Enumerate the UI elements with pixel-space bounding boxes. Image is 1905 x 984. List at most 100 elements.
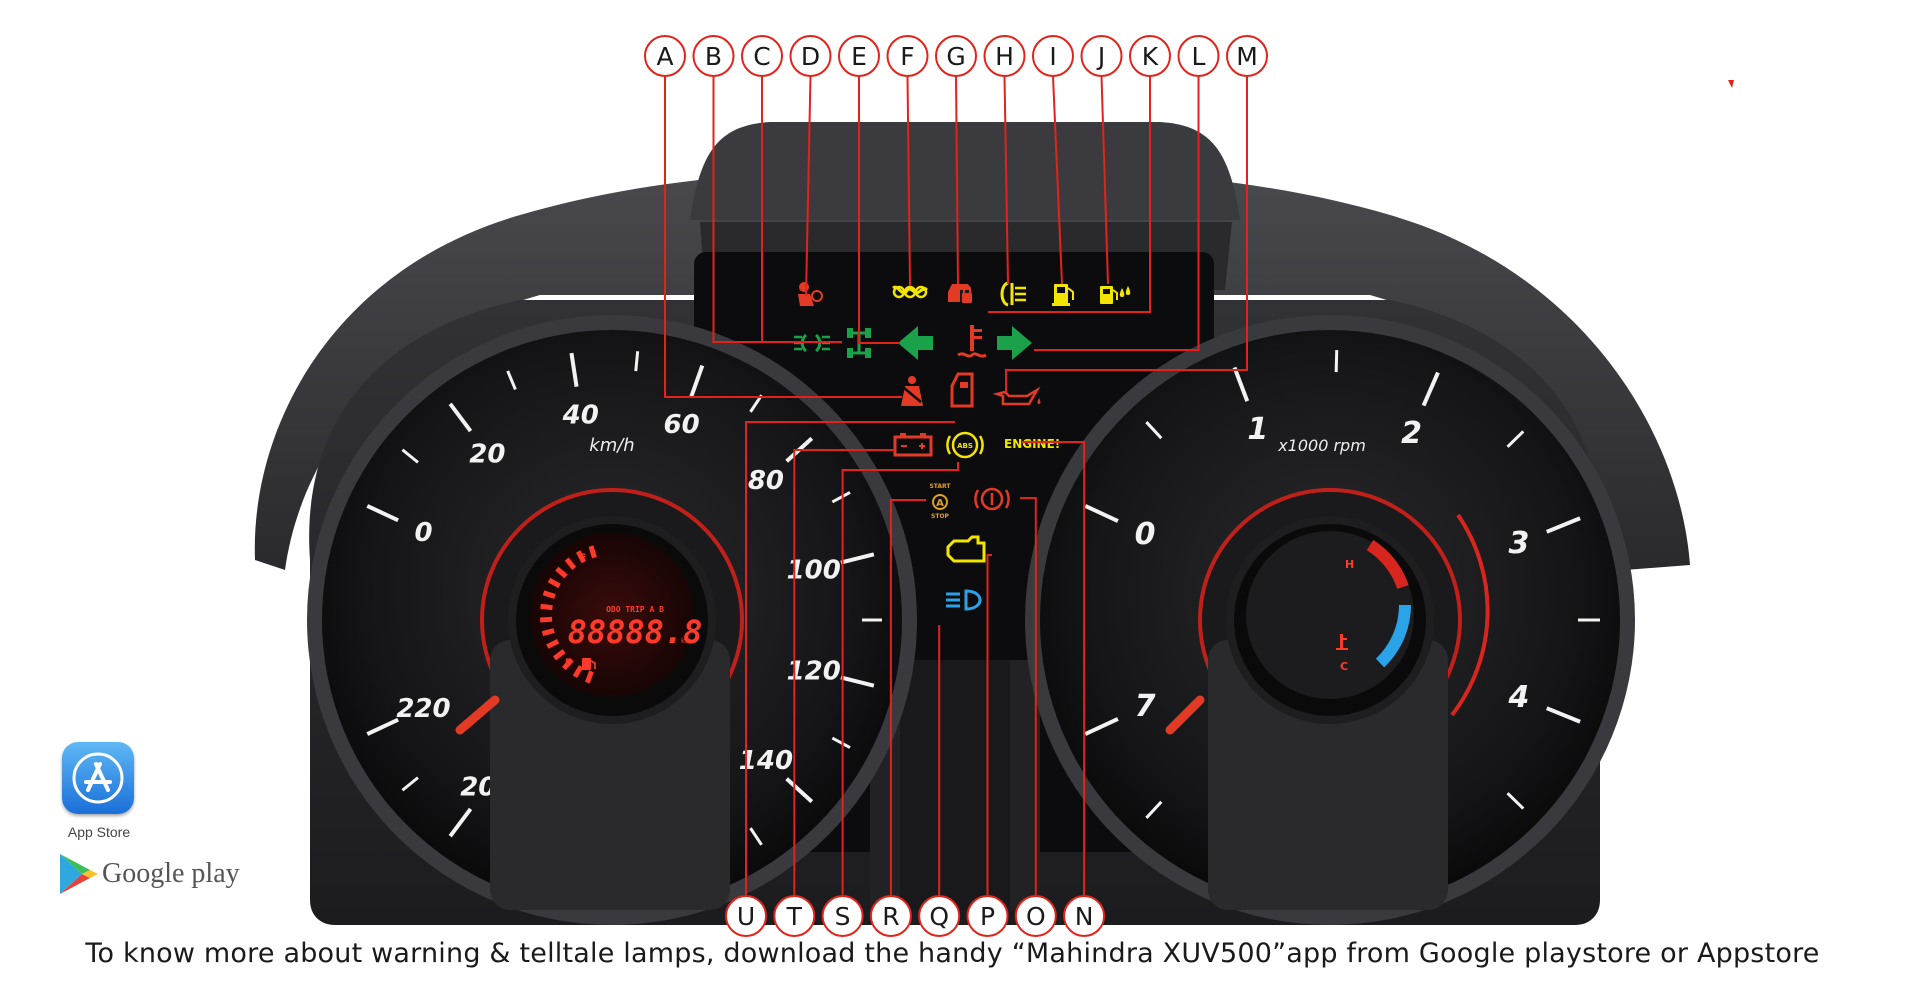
- leader-line: [745, 421, 955, 896]
- tachometer-tick-label: 1: [1247, 412, 1268, 447]
- fuel-gauge-segment: [552, 649, 566, 661]
- callout-label: U: [737, 902, 755, 931]
- fuel-gauge-segment: [546, 639, 560, 649]
- callout-circle: [838, 35, 880, 77]
- tachometer-tick-label: 2: [1401, 416, 1422, 451]
- water-in-fuel-icon: [1100, 286, 1131, 304]
- callout-label: I: [1049, 42, 1056, 71]
- leader-line: [664, 76, 902, 398]
- callout-circle: [935, 35, 977, 77]
- callout-label: D: [801, 42, 820, 71]
- speedometer-needle: [455, 695, 500, 735]
- speedometer-tick: [401, 776, 419, 792]
- callout-circle: [869, 895, 912, 937]
- speedometer-tick-label: 60: [663, 410, 699, 440]
- speedometer-tick: [448, 807, 473, 838]
- app-store-icon[interactable]: [62, 742, 134, 814]
- speedometer-tick-label: 0: [414, 518, 432, 548]
- tachometer-tick: [1145, 800, 1163, 819]
- callout-circle: [1177, 35, 1220, 77]
- callout-label: E: [851, 42, 867, 71]
- fuel-gauge-segment: [575, 550, 587, 564]
- temperature-cold-arc: [1375, 604, 1411, 668]
- callout-leader-lines: [664, 75, 1248, 896]
- tachometer: 01234567 x1000 rpm H C: [1025, 315, 1635, 925]
- fuel-gauge-segment: [542, 590, 556, 599]
- callout-label: H: [995, 42, 1014, 71]
- tachometer-unit: x1000 rpm: [1277, 436, 1366, 455]
- callout-circle: [918, 895, 961, 937]
- speedometer-tick: [634, 351, 640, 372]
- leader-line: [1003, 75, 1009, 285]
- speedometer-tick-label: 120: [787, 657, 841, 687]
- callout-label: R: [882, 902, 899, 931]
- temperature-hot-label: H: [1345, 558, 1354, 571]
- tachometer-redzone: [1450, 513, 1490, 717]
- temperature-hot-arc: [1366, 539, 1409, 590]
- fuel-pump-icon: [582, 658, 596, 670]
- speedometer-tick: [785, 777, 814, 804]
- battery-charge-icon: [893, 433, 933, 457]
- abs-label: ABS: [957, 442, 973, 450]
- immobilizer-icon: [948, 284, 972, 303]
- speedometer-tick: [749, 827, 763, 846]
- leader-line: [986, 554, 992, 896]
- callout-circle: [1032, 35, 1074, 77]
- leader-line: [955, 75, 959, 285]
- check-engine-icon: [946, 535, 986, 563]
- leader-line: [1020, 497, 1037, 896]
- speedometer-tick: [569, 352, 579, 387]
- leader-line: [793, 449, 895, 896]
- speedometer-unit: km/h: [589, 435, 634, 456]
- tachometer-tick-label: 7: [1135, 689, 1156, 724]
- fuel-gauge-segment: [561, 657, 574, 671]
- fuel-gauge-segment: [564, 557, 577, 570]
- odometer-unit: km: [681, 637, 692, 645]
- callout-circle: [725, 895, 767, 937]
- speedometer-tick: [831, 491, 851, 504]
- leader-line: [889, 499, 926, 896]
- door-open-icon: [950, 372, 974, 408]
- google-play-icon[interactable]: [58, 852, 100, 896]
- engine-warning-label: ENGINE!: [1004, 437, 1060, 451]
- tachometer-tick: [1506, 792, 1525, 810]
- leader-line: [906, 75, 911, 287]
- tachometer-tick: [1232, 366, 1250, 402]
- start-stop-label-bottom: STOP: [931, 513, 950, 520]
- tachometer-tick: [1334, 350, 1339, 373]
- leader-line: [805, 75, 812, 297]
- tachometer-tick: [1421, 371, 1440, 407]
- speedometer-tick: [366, 717, 399, 736]
- callout-label: B: [705, 42, 722, 71]
- callout-circle: [1063, 895, 1106, 937]
- callout-label: G: [946, 42, 965, 71]
- callout-circle: [1129, 35, 1171, 77]
- oil-pressure-icon: [992, 386, 1041, 406]
- fuel-gauge-segment: [547, 577, 561, 589]
- speedometer-tick-label: 40: [562, 400, 599, 430]
- high-beam-icon: [946, 589, 982, 611]
- callout-circle: [644, 35, 686, 77]
- fuel-gauge-segment: [540, 616, 553, 623]
- odometer-value: 88888.8: [568, 613, 703, 651]
- leader-line: [1005, 76, 1248, 392]
- leader-line: [1052, 75, 1063, 285]
- callout-label: J: [1096, 42, 1105, 71]
- low-fuel-icon: [1052, 284, 1074, 306]
- speedometer-tick: [840, 675, 875, 688]
- speedometer-tick-label: 140: [739, 746, 793, 776]
- fuel-gauge-segment: [585, 670, 594, 684]
- callout-label: K: [1142, 42, 1159, 71]
- leader-line: [1100, 75, 1109, 285]
- tachometer-tick: [1545, 706, 1581, 724]
- speedometer-tick: [840, 552, 875, 565]
- tachometer-tick: [1506, 430, 1525, 448]
- leader-line: [761, 76, 842, 343]
- tachometer-tick-label: 3: [1509, 526, 1530, 561]
- coolant-temperature-icon: [957, 325, 987, 358]
- callout-label: O: [1026, 902, 1046, 931]
- callout-label: M: [1236, 42, 1258, 71]
- callout-circle: [1226, 35, 1268, 77]
- callout-label: F: [900, 42, 914, 71]
